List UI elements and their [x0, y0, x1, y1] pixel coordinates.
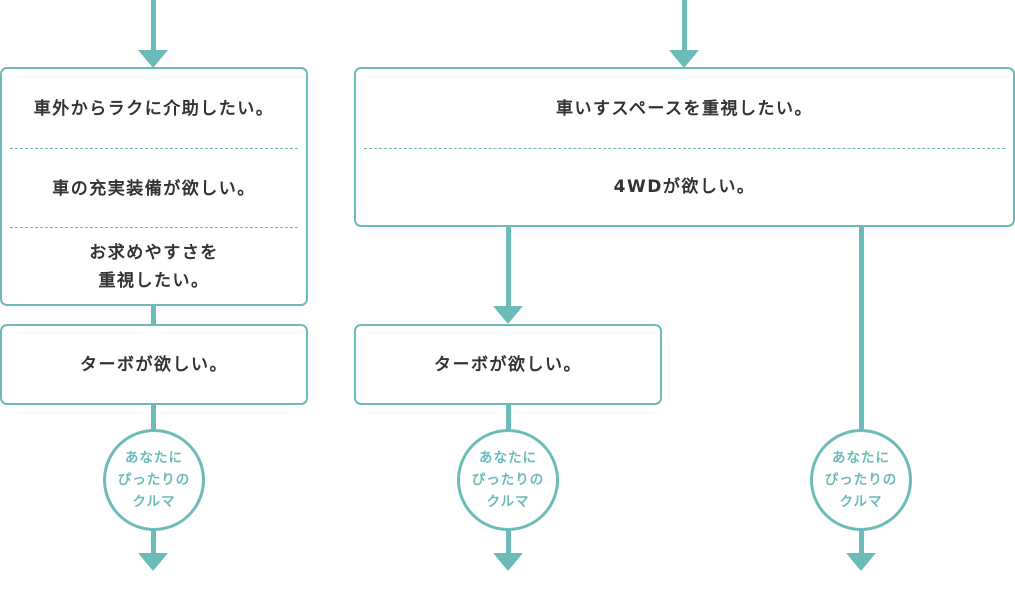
- result-line2: ぴったりの: [117, 472, 191, 488]
- connector-line: [682, 0, 687, 52]
- connector-line: [506, 225, 511, 310]
- option-affordability: お求めやすさを 重視したい。: [2, 229, 306, 304]
- dashed-divider: [10, 148, 298, 149]
- connector-line: [151, 304, 156, 326]
- result-line1: あなたに: [125, 450, 183, 466]
- option-assist-from-outside: 車外からラクに介助したい。: [33, 99, 275, 119]
- dashed-divider: [364, 148, 1005, 149]
- result-badge: あなたに ぴったりの クルマ: [810, 429, 912, 531]
- arrow-down-icon: [669, 50, 699, 68]
- right-options-box: 車いすスペースを重視したい。 4WDが欲しい。: [354, 67, 1015, 227]
- option-turbo: ターボが欲しい。: [80, 354, 228, 375]
- result-line2: ぴったりの: [471, 472, 545, 488]
- result-badge: あなたに ぴったりの クルマ: [457, 429, 559, 531]
- result-line1: あなたに: [832, 450, 890, 466]
- left-turbo-box: ターボが欲しい。: [0, 324, 308, 405]
- result-badge: あなたに ぴったりの クルマ: [103, 429, 205, 531]
- option-turbo: ターボが欲しい。: [434, 354, 582, 375]
- connector-line: [859, 225, 864, 555]
- result-line2: ぴったりの: [824, 472, 898, 488]
- arrow-down-icon: [493, 553, 523, 571]
- arrow-down-icon: [846, 553, 876, 571]
- result-line3: クルマ: [486, 494, 530, 510]
- arrow-down-icon: [138, 553, 168, 571]
- left-options-box: 車外からラクに介助したい。 車の充実装備が欲しい。 お求めやすさを 重視したい。: [0, 67, 308, 306]
- result-line1: あなたに: [479, 450, 537, 466]
- option-4wd: 4WDが欲しい。: [613, 177, 756, 197]
- option-wheelchair-space: 車いすスペースを重視したい。: [556, 99, 813, 119]
- connector-line: [151, 0, 156, 52]
- dashed-divider: [10, 227, 298, 228]
- option-affordability-line2: 重視したい。: [98, 270, 210, 291]
- result-line3: クルマ: [132, 494, 176, 510]
- right-turbo-box: ターボが欲しい。: [354, 324, 662, 405]
- option-full-equipment: 車の充実装備が欲しい。: [52, 178, 256, 199]
- arrow-down-icon: [493, 306, 523, 324]
- arrow-down-icon: [138, 50, 168, 68]
- result-line3: クルマ: [839, 494, 883, 510]
- option-affordability-line1: お求めやすさを: [89, 242, 219, 263]
